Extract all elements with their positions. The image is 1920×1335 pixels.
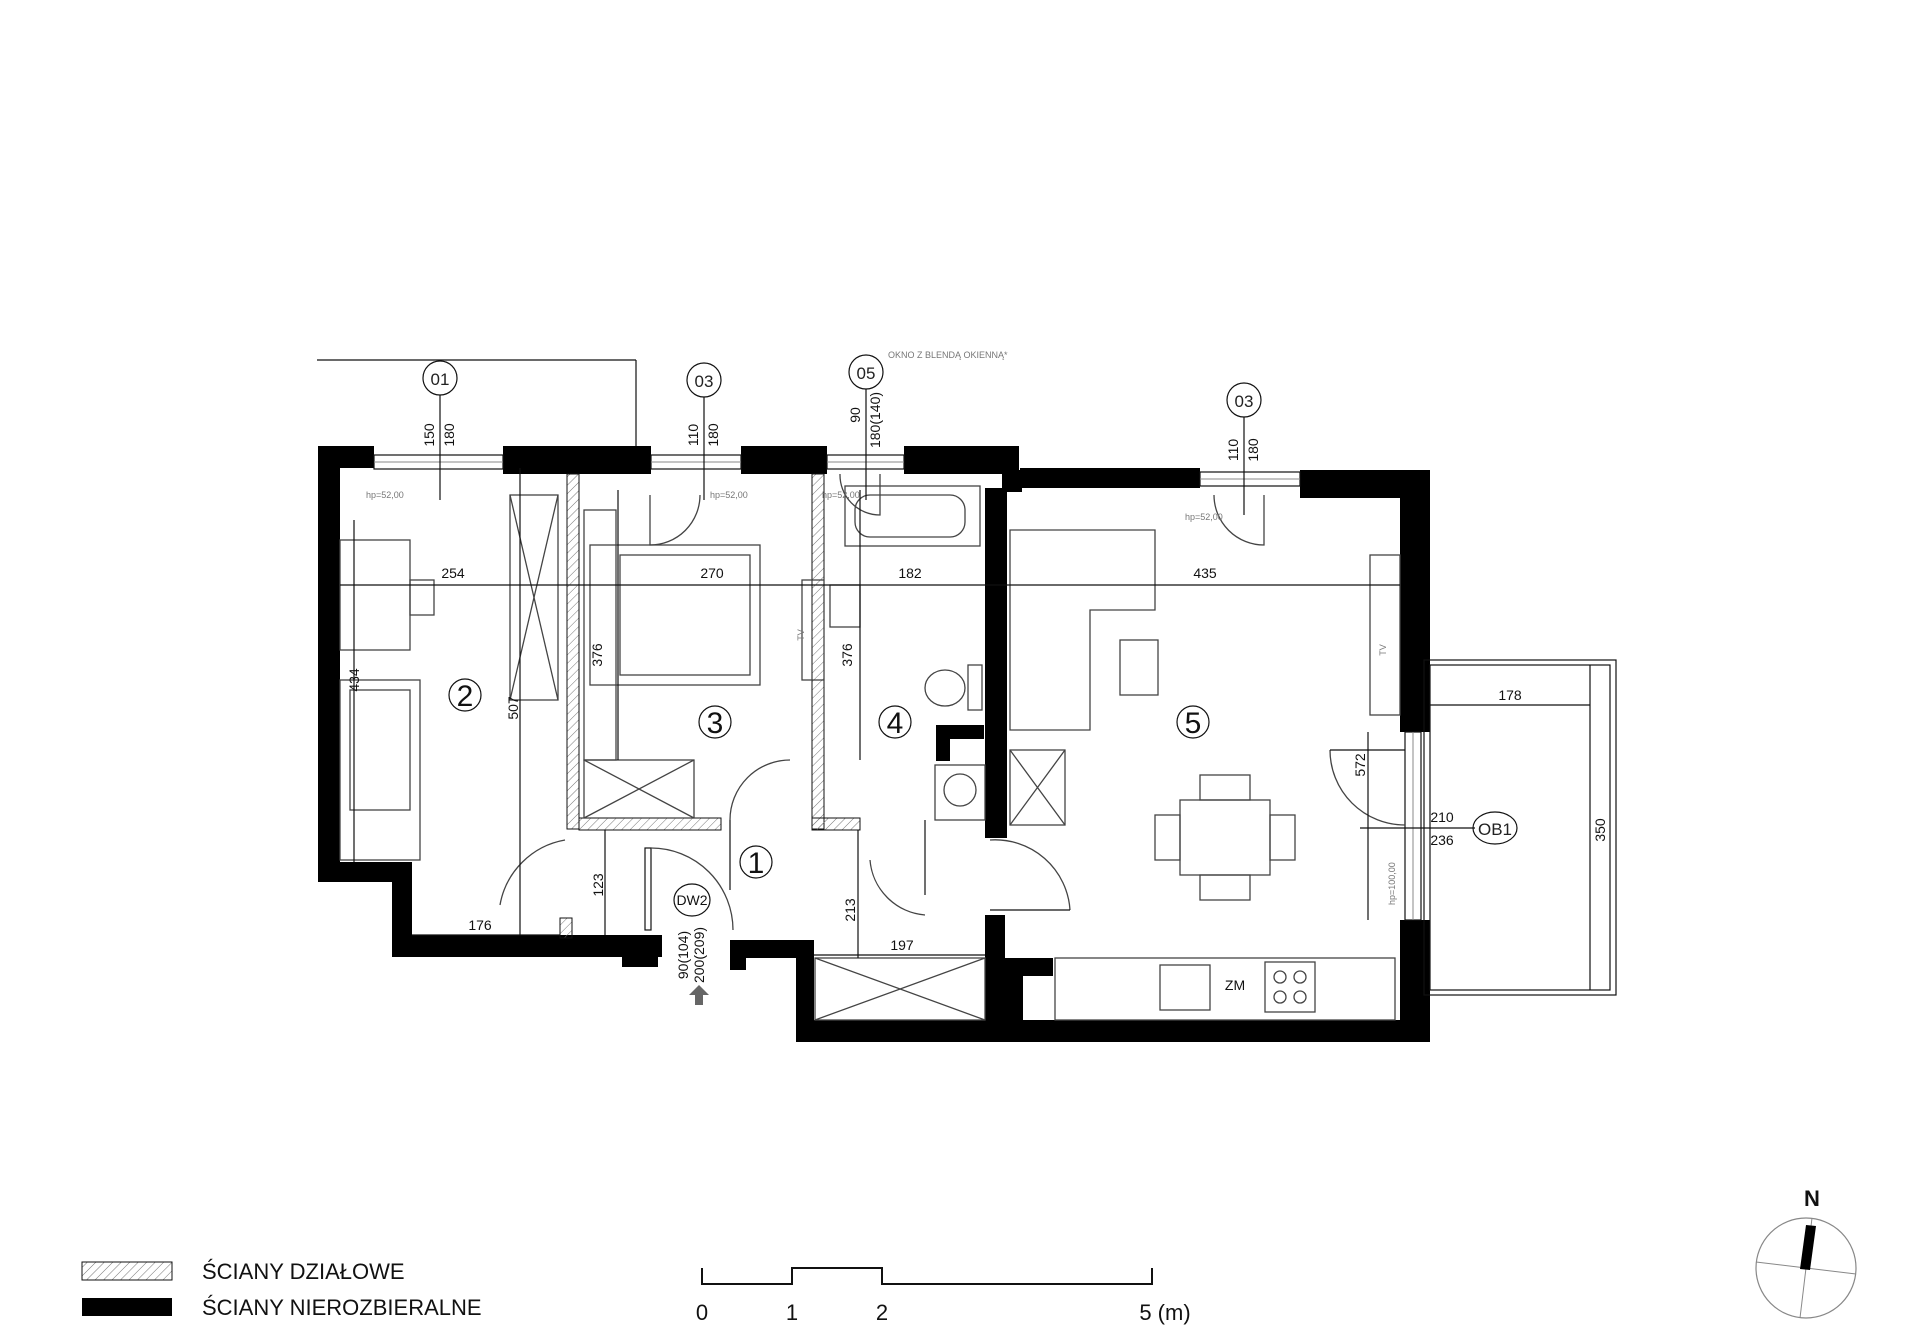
sill-label: hp=100,00	[1387, 862, 1397, 905]
scale-tick: 1	[786, 1300, 798, 1325]
partition-swatch	[81, 1261, 173, 1281]
window-tag-height: 110	[685, 424, 701, 447]
north-arrow-icon	[1800, 1225, 1816, 1270]
dim-room3-depth: 376	[589, 643, 605, 667]
scale-tick: 0	[696, 1300, 708, 1325]
room-number-5: 5	[1185, 707, 1202, 740]
window-tag-height: 150	[421, 423, 437, 447]
dim-balcony-width: 178	[1498, 687, 1522, 703]
legend: ŚCIANY DZIAŁOWE ŚCIANY NIEROZBIERALNE	[81, 1259, 482, 1320]
furniture	[339, 485, 1401, 1021]
balcony-door-code: OB1	[1478, 820, 1512, 839]
entry-arrow-icon	[689, 985, 709, 1005]
window-tag-code: 03	[1235, 392, 1254, 411]
dim-room2-depth: 434	[346, 668, 362, 692]
sill-label: hp=52,00	[366, 490, 404, 500]
tv-label: TV	[796, 629, 806, 641]
room-number-4: 4	[887, 707, 904, 740]
scale-tick: 2	[876, 1300, 888, 1325]
compass: N	[1755, 1186, 1857, 1319]
dim-room2-height-total: 507	[505, 696, 521, 720]
appliance-labels: TV TV ZM	[796, 629, 1388, 993]
dim-room4-width: 182	[898, 565, 922, 581]
partition-walls	[559, 473, 861, 939]
scale-bar: 0 1 2 5 (m)	[696, 1267, 1191, 1325]
dim-room3-width: 270	[700, 565, 724, 581]
dim-hall-depth: 213	[842, 898, 858, 922]
room-number-1: 1	[748, 847, 765, 880]
window-tags: 01 150 180 03 110 180 05 90 180(140) OKN…	[317, 350, 1262, 515]
window-tag-code: 03	[695, 372, 714, 391]
window-tag-code: 01	[431, 370, 450, 389]
entry-door-height: 90(104)	[675, 931, 691, 979]
tv-label: TV	[1378, 644, 1388, 656]
window-tag-height: 180(140)	[867, 392, 883, 448]
room-number-2: 2	[457, 680, 474, 713]
window-tag-height: 110	[1225, 439, 1241, 462]
sill-label: hp=52,00	[822, 490, 860, 500]
window-tag-code: 05	[857, 364, 876, 383]
window-tag-height: 180	[441, 423, 457, 447]
washing-machine-label: ZM	[1225, 977, 1245, 993]
dim-hall-bottom: 176	[468, 917, 492, 933]
window-tag-height: 180	[1245, 438, 1261, 462]
compass-icon	[1755, 1217, 1857, 1319]
room-number-3: 3	[707, 707, 724, 740]
legend-partition-label: ŚCIANY DZIAŁOWE	[202, 1259, 405, 1284]
entry-door-height: 200(209)	[691, 927, 707, 983]
scale-tick: 5 (m)	[1139, 1300, 1190, 1325]
legend-structural-label: ŚCIANY NIEROZBIERALNE	[202, 1295, 482, 1320]
structural-walls	[318, 446, 1430, 1042]
balcony-door-height: 210	[1430, 809, 1454, 825]
entry-door-tag: DW2 90(104) 200(209)	[673, 883, 711, 1005]
balcony-door-height: 236	[1430, 832, 1454, 848]
sill-label: hp=52,00	[1185, 512, 1223, 522]
dimension-labels: 254 270 182 435 434 507 376 376 176 123 …	[346, 565, 1608, 953]
window-tag-height: 180	[705, 423, 721, 447]
doors	[499, 473, 1406, 931]
dim-balcony-depth: 350	[1592, 818, 1608, 842]
dim-room4-depth: 376	[839, 643, 855, 667]
dim-hall-gap: 123	[590, 873, 606, 897]
dim-room5-depth: 572	[1352, 753, 1368, 777]
sill-label: hp=52,00	[710, 490, 748, 500]
structural-swatch	[82, 1298, 172, 1316]
dim-storage-width: 197	[890, 937, 914, 953]
dimension-lines	[340, 468, 1591, 990]
dim-room5-width: 435	[1193, 565, 1217, 581]
window-note: OKNO Z BLENDĄ OKIENNĄ*	[888, 350, 1008, 360]
sill-labels: hp=52,00 hp=52,00 hp=52,00 hp=52,00 hp=1…	[366, 490, 1397, 905]
dim-room2-width: 254	[441, 565, 465, 581]
room-numbers: 2 3 4 5 1	[448, 678, 1210, 880]
north-label: N	[1804, 1186, 1820, 1211]
window-tag-height: 90	[847, 407, 863, 423]
balcony-door-tag: 210 236 OB1	[1360, 809, 1518, 848]
entry-door-code: DW2	[676, 892, 707, 908]
